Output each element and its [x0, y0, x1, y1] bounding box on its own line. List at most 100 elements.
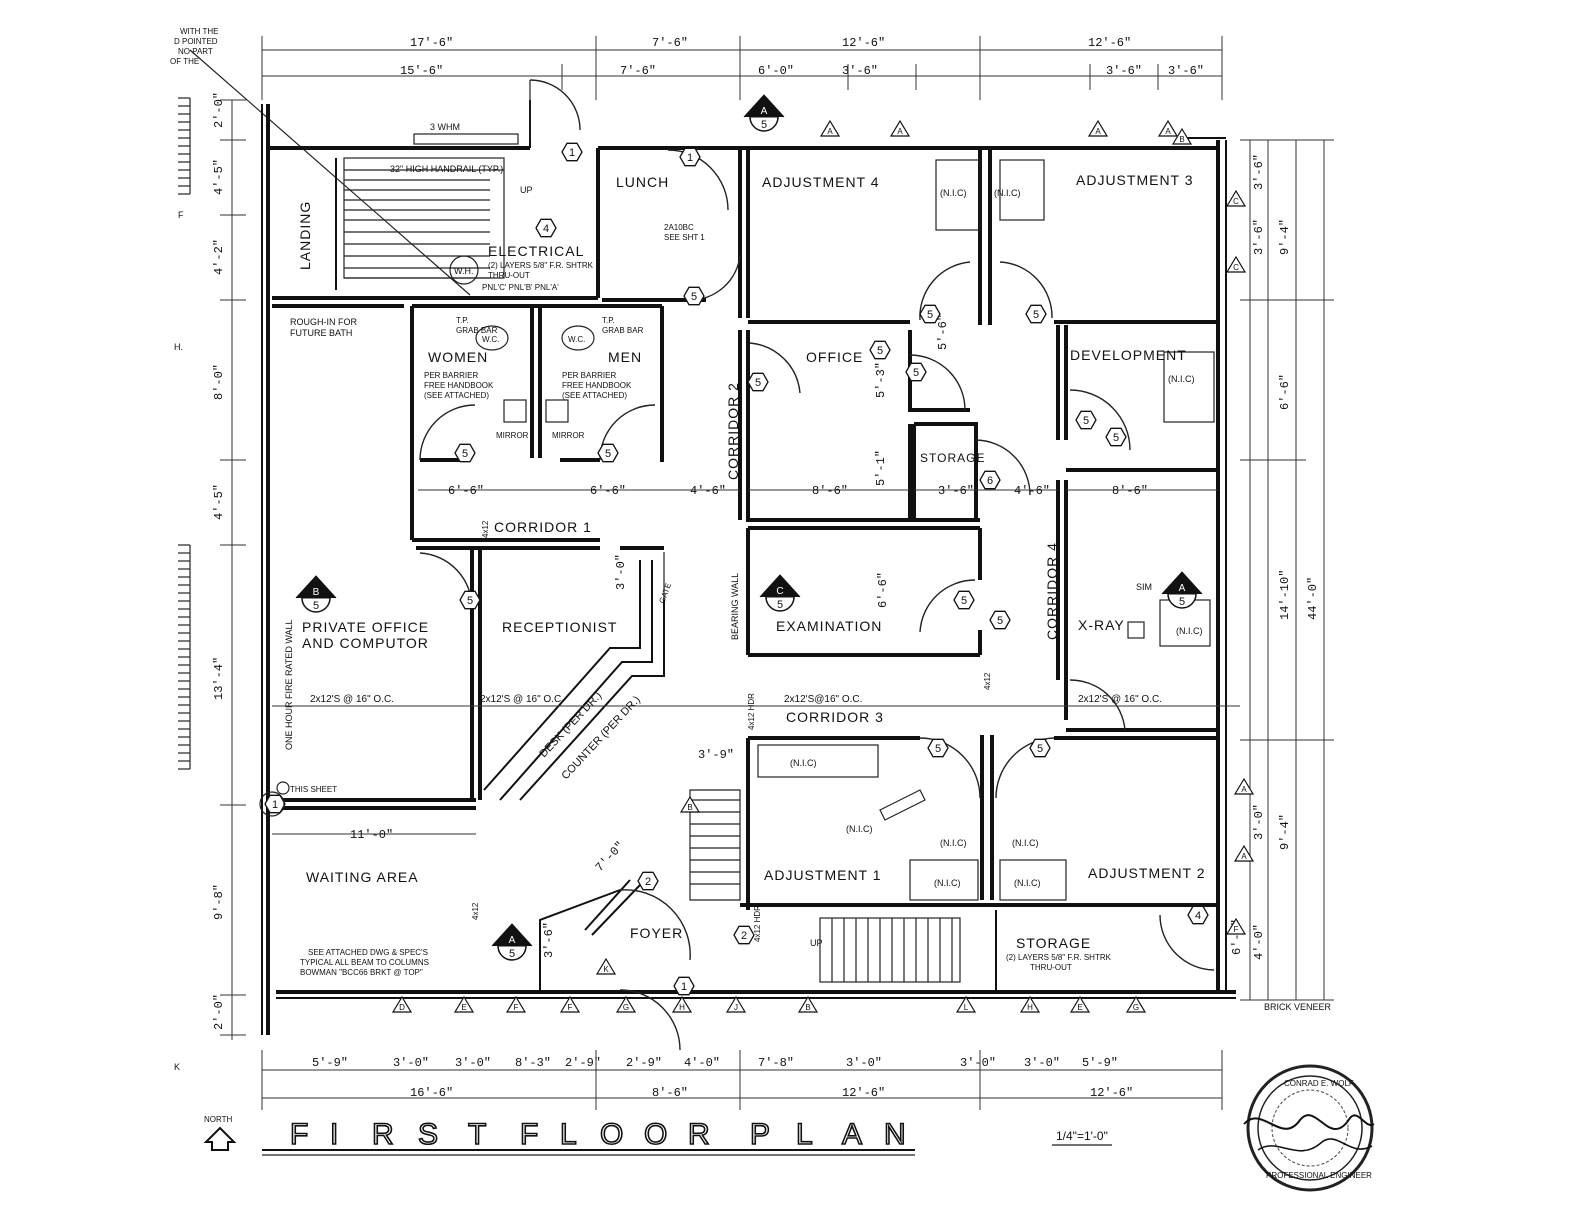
label-counter: COUNTER (PER DR.) [559, 694, 642, 782]
door-tag-18: 5 [459, 590, 481, 610]
svg-text:5: 5 [1037, 743, 1043, 755]
door-tag-15: 5 [454, 443, 476, 463]
svg-text:4: 4 [1195, 910, 1201, 922]
stairs-foyer [689, 789, 741, 901]
svg-text:2: 2 [741, 930, 747, 942]
svg-text:3'-6": 3'-6" [938, 484, 974, 498]
svg-text:THRU-OUT: THRU-OUT [1030, 963, 1072, 972]
svg-text:FREE HANDBOOK: FREE HANDBOOK [424, 381, 494, 390]
svg-text:5: 5 [935, 743, 941, 755]
room-corridor-3: CORRIDOR 3 [786, 709, 884, 725]
door-tag-23: 5 [869, 340, 891, 360]
svg-text:5: 5 [913, 367, 919, 379]
room-landing: LANDING [297, 201, 313, 270]
svg-text:2A10BC: 2A10BC [664, 223, 694, 232]
dim-left-6: 13'-4" [212, 657, 226, 700]
svg-text:C: C [776, 586, 783, 597]
svg-text:B: B [313, 587, 320, 598]
svg-text:NORTH: NORTH [204, 1115, 233, 1124]
svg-text:E: E [1077, 1003, 1082, 1012]
dim-left-1: 2'-0" [212, 92, 226, 128]
dim-right-6: 44'-0" [1306, 577, 1320, 620]
room-private-office-2: AND COMPUTOR [302, 635, 429, 651]
svg-text:C: C [1233, 197, 1239, 206]
window-tag-19: L [955, 995, 977, 1013]
door-tag-1: 1 [561, 142, 583, 162]
svg-text:4x12: 4x12 [481, 520, 490, 538]
stairs-lower [819, 917, 961, 983]
svg-text:D: D [399, 1003, 405, 1012]
svg-text:(2) LAYERS 5/8" F.R. SHTRK: (2) LAYERS 5/8" F.R. SHTRK [488, 261, 594, 270]
svg-text:C: C [1233, 263, 1239, 272]
svg-text:8'-6": 8'-6" [1112, 484, 1148, 498]
svg-text:MIRROR: MIRROR [496, 431, 529, 440]
svg-text:ONE HOUR FIRE RATED WALL: ONE HOUR FIRE RATED WALL [284, 619, 294, 750]
window-tag-4: A [1157, 119, 1179, 137]
svg-text:WITH THE: WITH THE [180, 27, 219, 36]
svg-text:G: G [623, 1003, 629, 1012]
section-marker-1: A5 [743, 94, 785, 132]
window-tag-6: C [1225, 255, 1247, 273]
svg-text:(N.I.C): (N.I.C) [790, 758, 817, 768]
svg-text:2x12'S @ 16" O.C.: 2x12'S @ 16" O.C. [480, 694, 564, 705]
beam-lines: 2x12'S @ 16" O.C. 2x12'S @ 16" O.C. 2x12… [272, 694, 1240, 707]
left-margin-f: F [178, 210, 184, 220]
svg-text:5: 5 [755, 377, 761, 389]
svg-text:5: 5 [509, 948, 515, 960]
window-tag-10: E [453, 995, 475, 1013]
room-foyer: FOYER [630, 925, 683, 941]
svg-text:A: A [1095, 127, 1101, 136]
svg-text:1: 1 [687, 152, 693, 164]
dim-left-2: 4'-5" [212, 159, 226, 195]
window-tag-21: E [1069, 995, 1091, 1013]
dim-bottom-outer-2: 8'-6" [652, 1086, 688, 1100]
left-dimension-lines: 2'-0" 4'-5" 4'-2" 8'-0" 4'-5" 13'-4" 9'-… [174, 92, 246, 1072]
svg-text:A: A [897, 127, 903, 136]
left-margin-h: H. [174, 342, 183, 352]
svg-text:4x12 HDR: 4x12 HDR [747, 693, 756, 730]
svg-text:7'-0": 7'-0" [593, 839, 628, 875]
room-corridor-1: CORRIDOR 1 [494, 519, 592, 535]
svg-text:(N.I.C): (N.I.C) [1168, 374, 1195, 384]
engineer-stamp: CONRAD E. WOLF PROFESSIONAL ENGINEER [1243, 1064, 1375, 1192]
fixtures [475, 159, 1215, 901]
svg-text:G: G [1133, 1003, 1139, 1012]
svg-text:11'-0": 11'-0" [350, 828, 393, 842]
door-tag-17: 5 [953, 590, 975, 610]
svg-text:A: A [1241, 852, 1247, 861]
svg-text:THIS SHEET: THIS SHEET [290, 785, 337, 794]
svg-text:5'-1": 5'-1" [874, 450, 888, 486]
svg-text:GRAB BAR: GRAB BAR [602, 326, 644, 335]
svg-text:FREE HANDBOOK: FREE HANDBOOK [562, 381, 632, 390]
dim-right-1: 3'-6" [1252, 154, 1266, 190]
room-corridor-2: CORRIDOR 2 [725, 382, 741, 480]
door-tag-20: 5 [1029, 738, 1051, 758]
dim-bottom-inner-10: 3'-0" [960, 1056, 996, 1070]
room-adjustment-4: ADJUSTMENT 4 [762, 174, 880, 190]
dim-bottom-inner-9: 3'-0" [846, 1056, 882, 1070]
svg-text:5: 5 [761, 119, 767, 131]
door-tag-10: 5 [919, 304, 941, 324]
title-letter-8: O [600, 1118, 623, 1151]
svg-text:A: A [509, 935, 516, 946]
door-tag-24: 6 [979, 470, 1001, 490]
svg-text:2x12'S@16" O.C.: 2x12'S@16" O.C. [784, 694, 862, 705]
window-tag-8: A [1233, 844, 1255, 862]
svg-text:4x12: 4x12 [983, 672, 992, 690]
svg-text:A: A [827, 127, 833, 136]
door-tag-7: 4 [535, 218, 557, 238]
svg-text:NO PART: NO PART [178, 47, 213, 56]
window-tag-20: H [1019, 995, 1041, 1013]
window-tag-16: K [595, 957, 617, 975]
section-marker-4: A5 [491, 923, 533, 961]
dim-top-inner-1: 15'-6" [400, 64, 443, 78]
dim-top-inner-4: 3'-6" [842, 64, 878, 78]
stairs-upper [335, 157, 505, 290]
title-letter-11: P [750, 1118, 770, 1151]
left-margin-k: K [174, 1062, 180, 1072]
svg-text:5: 5 [462, 448, 468, 460]
svg-text:(N.I.C): (N.I.C) [940, 188, 967, 198]
window-tag-7: A [1233, 777, 1255, 795]
svg-text:2x12'S @ 16" O.C.: 2x12'S @ 16" O.C. [1078, 694, 1162, 705]
